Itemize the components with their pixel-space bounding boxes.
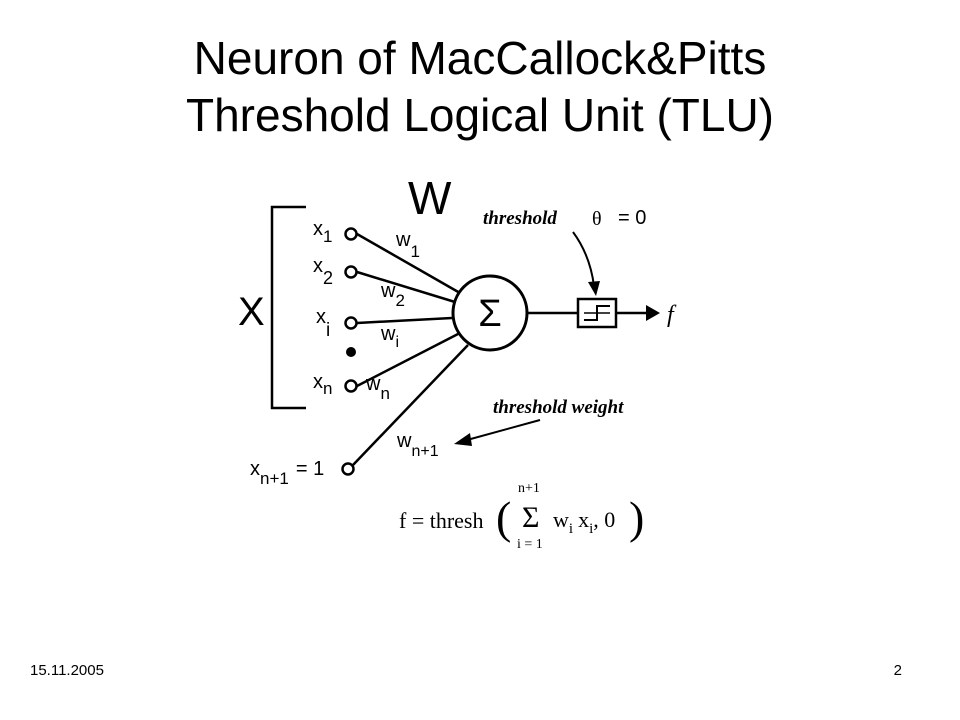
weight-label-1: w1 [395,229,420,261]
weight-label-i: wi [380,323,399,351]
threshold-arrow-head [588,281,600,296]
input-node-2 [344,265,358,279]
threshold-weight-arrow-head [454,433,472,446]
title-line-2: Threshold Logical Unit (TLU) [185,89,774,141]
edge-1 [356,232,461,295]
input-label-1: x1 [313,218,332,246]
threshold-arrow-line [572,231,595,287]
summation-node [451,274,529,352]
ellipsis-dot [346,347,356,357]
bias-input-label: xn+1= 1 [250,458,324,488]
slide-page-number: 2 [893,662,902,679]
edge-i [356,316,453,325]
inputs-label: X [238,290,265,334]
input-node-bias [341,462,355,476]
formula-open-paren: ( [496,492,511,543]
formula-sum-icon: Σ [522,501,539,534]
edge-bias [352,344,469,466]
input-label-2: x2 [313,255,333,288]
summation-icon: Σ [478,293,502,335]
slide-date: 15.11.2005 [30,662,104,679]
input-node-n [344,379,358,393]
input-label-n: xn [313,371,332,398]
threshold-label: threshold [483,208,557,229]
weight-label-bias: wn+1 [396,430,439,460]
formula-close-paren: ) [629,492,644,543]
input-node-1 [344,227,358,241]
threshold-theta: θ [592,208,602,230]
threshold-weight-label: threshold weight [493,397,624,418]
threshold-value: = 0 [618,207,646,229]
output-arrow-icon [646,305,660,321]
edge-2 [356,270,456,304]
title-line-1: Neuron of MacCallock&Pitts [193,32,767,84]
formula-lhs: f = thresh [399,508,484,533]
slide-title: Neuron of MacCallock&Pitts Threshold Log… [0,30,960,144]
weight-label-2: w2 [380,280,405,310]
threshold-weight-arrow-line [466,419,541,441]
weights-label: W [408,172,452,224]
edge-n [356,332,459,388]
formula-lower-limit: i = 1 [517,537,543,552]
input-node-i [344,316,358,330]
weight-label-n: wn [365,373,390,403]
formula-upper-limit: n+1 [518,481,540,496]
input-label-i: xi [316,306,330,341]
inputs-bracket [270,205,306,410]
output-label: f [667,302,677,328]
